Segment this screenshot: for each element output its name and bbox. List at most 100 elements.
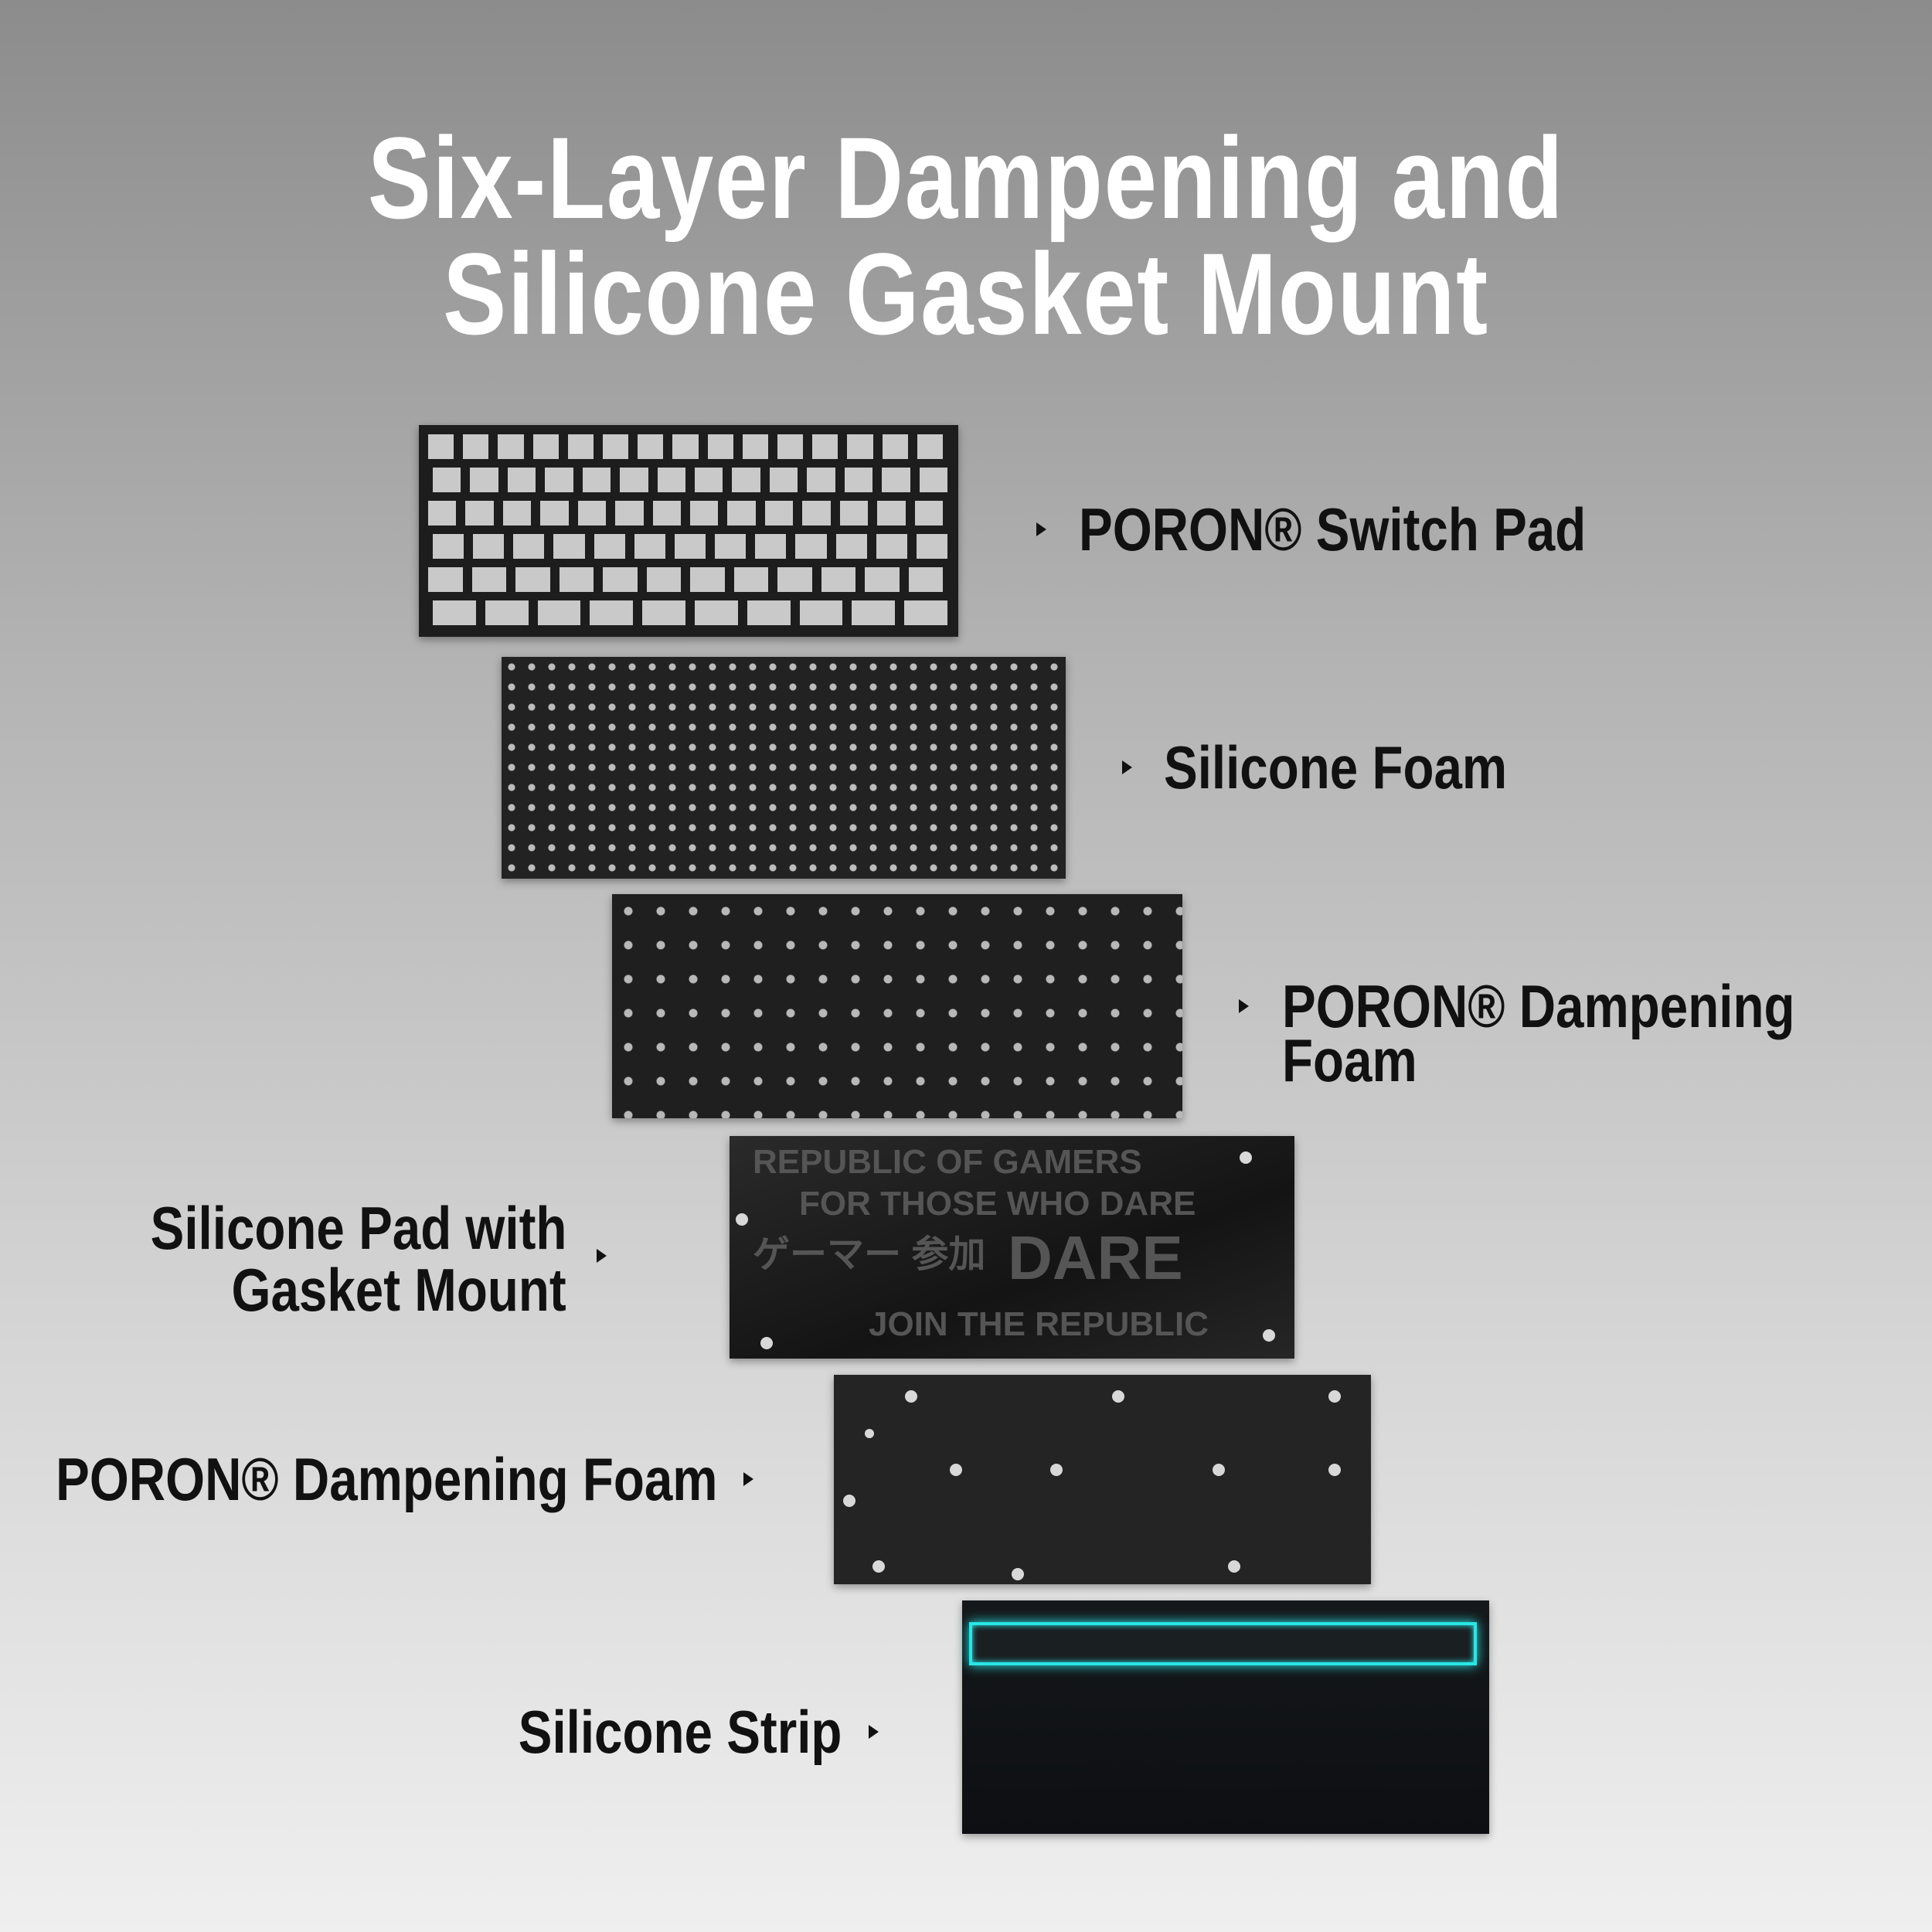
label-silicone-pad-1: Silicone Pad with [150,1194,566,1262]
switch-cutout [715,534,747,559]
switch-cutout [540,501,569,526]
switch-cutout [646,567,681,592]
switch-cutout [615,501,644,526]
label-silicone-foam: Silicone Foam [1164,733,1508,801]
switch-cutout [515,567,550,592]
switch-cutout [537,600,581,625]
poron-dampening-foam-upper-layer [612,894,1182,1118]
switch-cutout [777,434,804,459]
poron-dampening-foam-lower-layer [834,1375,1371,1584]
switch-cutout [642,600,685,625]
switch-cutout [802,501,831,526]
switch-cutout [812,434,838,459]
switch-cutout [742,434,768,459]
switch-cutout [755,534,787,559]
switch-cutout [428,567,463,592]
switch-cutout [634,534,665,559]
switch-cutout [433,534,464,559]
pattern-text: DARE [1008,1223,1183,1292]
switch-cutout [919,468,947,492]
switch-cutout [876,534,907,559]
switch-cutout [620,468,648,492]
title-line-1: Six-Layer Dampening and [367,113,1565,243]
label-poron-dampening-foam-lower: PORON® Dampening Foam [56,1445,718,1513]
switch-cutout [559,567,594,592]
switch-cutout [594,534,625,559]
switch-cutout [707,434,733,459]
switch-cutout [795,534,827,559]
switch-cutout [473,534,505,559]
switch-cutout [674,534,706,559]
pointer-arrow-icon [1036,522,1046,536]
switch-cutout [567,434,594,459]
switch-cutout [603,567,638,592]
switch-cutout [470,468,498,492]
switch-cutout [553,534,585,559]
switch-cutout [916,534,947,559]
switch-cutout [882,434,908,459]
switch-cutout [733,567,768,592]
switch-cutout [727,501,756,526]
switch-cutout [507,468,536,492]
pointer-arrow-icon [1122,760,1132,774]
switch-cutout [582,468,611,492]
switch-cutout [747,600,791,625]
switch-cutout [498,434,524,459]
switch-cutout [799,600,843,625]
switch-cutout [433,600,476,625]
switch-cutout [657,468,685,492]
poron-switch-pad-layer [419,425,958,637]
switch-cutout [904,600,947,625]
switch-cutout [465,501,494,526]
switch-cutout [877,501,906,526]
switch-cutout [603,434,629,459]
pointer-arrow-icon [597,1249,607,1263]
switch-cutout [847,434,873,459]
label-silicone-pad-2: Gasket Mount [231,1256,566,1324]
switch-cutout [917,434,943,459]
switch-cutout [463,434,489,459]
pattern-text: ゲーマー 参加 [753,1234,986,1275]
title-line-2: Silicone Gasket Mount [443,229,1489,359]
switch-cutout [695,468,723,492]
switch-cutout [532,434,559,459]
switch-cutout [502,501,532,526]
pattern-text: JOIN THE REPUBLIC [869,1305,1209,1343]
switch-cutout [513,534,545,559]
silicone-strip-highlight [969,1622,1477,1665]
switch-cutout [672,434,699,459]
switch-cutout [428,501,457,526]
pointer-arrow-icon [743,1472,753,1486]
label-poron-dampening-foam-upper-2: Foam [1282,1026,1417,1094]
switch-cutout [638,434,664,459]
pattern-text: REPUBLIC OF GAMERS [753,1143,1142,1181]
pointer-arrow-icon [869,1725,879,1739]
switch-cutout [695,600,738,625]
switch-cutout [485,600,529,625]
switch-cutout [577,501,607,526]
switch-cutout [433,468,461,492]
switch-cutout [652,501,681,526]
switch-cutout [777,567,812,592]
switch-cutout [807,468,835,492]
switch-cutout [769,468,798,492]
switch-cutout [835,534,867,559]
switch-cutout [590,600,634,625]
switch-cutout [882,468,910,492]
switch-cutout [844,468,873,492]
pattern-text: FOR THOSE WHO DARE [799,1185,1196,1223]
label-poron-switch-pad: PORON® Switch Pad [1079,495,1587,563]
switch-cutout [732,468,760,492]
pointer-arrow-icon [1239,999,1249,1013]
switch-cutout [865,567,900,592]
label-silicone-strip: Silicone Strip [518,1698,842,1766]
silicone-foam-layer [502,657,1066,879]
switch-cutout [852,600,896,625]
switch-cutout [821,567,855,592]
switch-cutout [690,501,719,526]
switch-cutout [914,501,943,526]
silicone-pad-gasket-layer: REPUBLIC OF GAMERS FOR THOSE WHO DARE ゲー… [730,1136,1294,1359]
switch-cutout [839,501,869,526]
switch-cutout [471,567,506,592]
switch-cutout [764,501,794,526]
